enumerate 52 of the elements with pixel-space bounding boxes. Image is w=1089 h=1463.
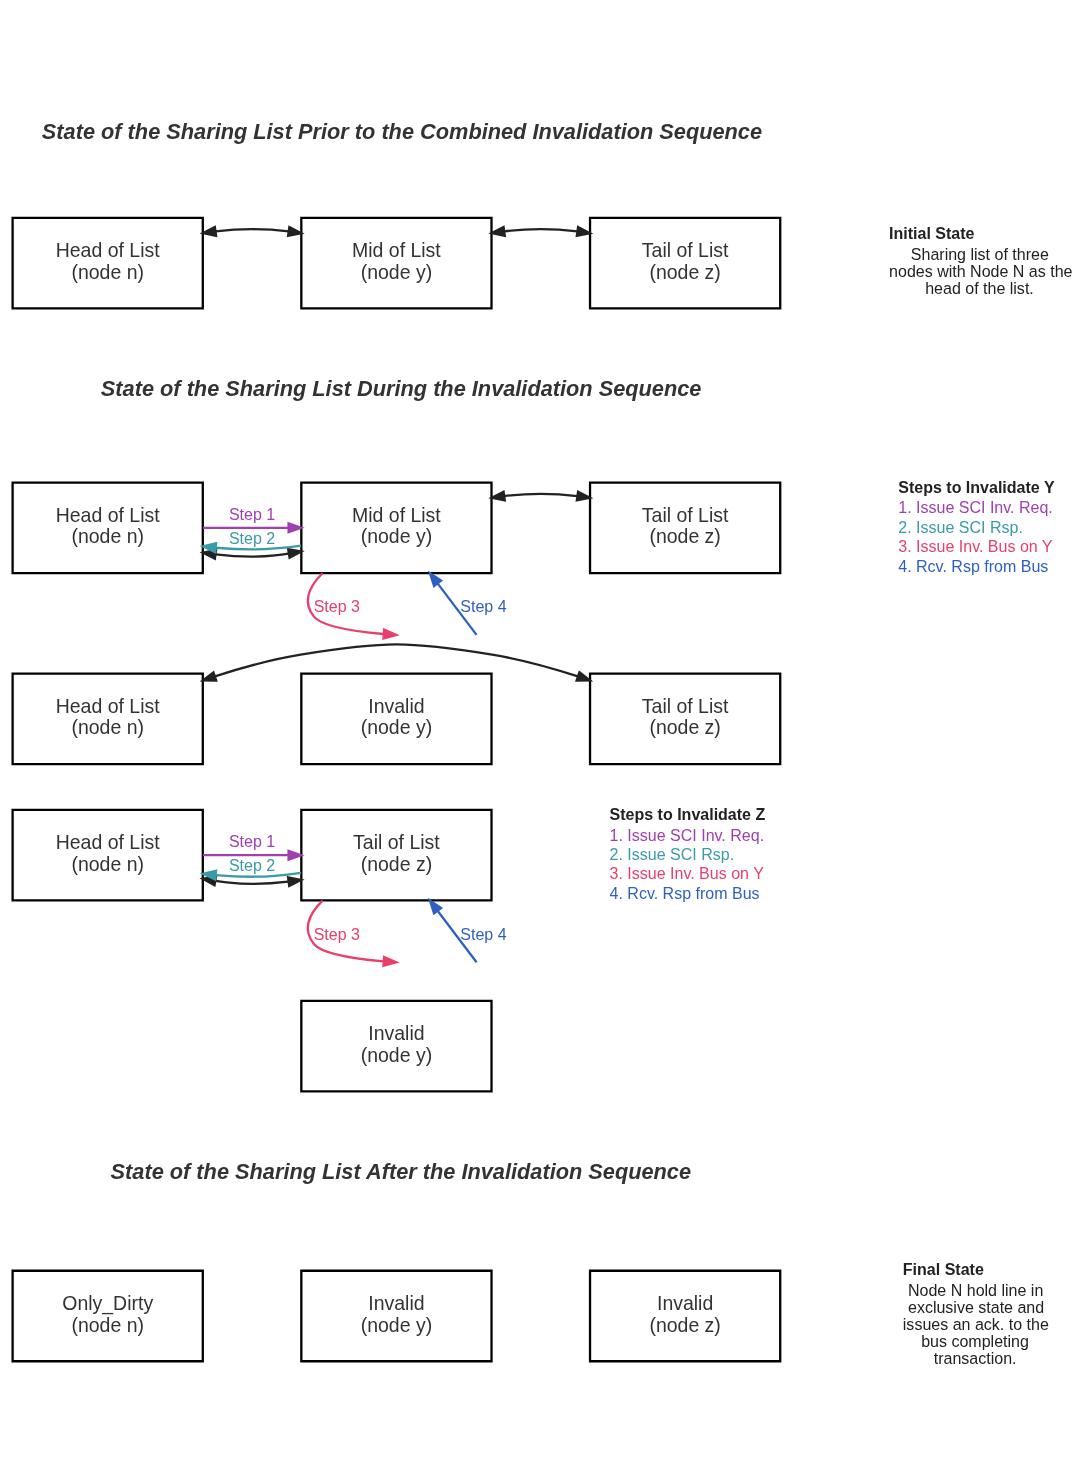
node-box: Tail of List (node z) [300, 808, 493, 902]
arrow [488, 224, 594, 237]
label: State of the Sharing List During the Invalidation Sequence [100, 375, 702, 401]
node-box: Invalid (node y) [300, 1269, 493, 1362]
label: 1. Issue SCI Inv. Req. [609, 825, 765, 843]
arrow [203, 848, 305, 861]
node-box: Invalid (node y) [300, 671, 493, 765]
arrow [306, 899, 400, 967]
label: 4. Rcv. Rsp from Bus [898, 556, 1049, 575]
node-box: Tail of List (node z) [588, 671, 782, 765]
edge-label: Step 2 [228, 855, 276, 874]
label: Steps to Invalidate Z [609, 804, 766, 823]
node-box: Tail of List (node z) [588, 216, 782, 310]
arrow [203, 521, 305, 534]
node-box: Head of List (node n) [11, 671, 204, 765]
node-box: Mid of List (node y) [300, 480, 493, 574]
label: Final State [902, 1259, 984, 1278]
edge-label: Step 4 [460, 596, 507, 615]
label: 3. Issue Inv. Bus on Y [898, 536, 1053, 555]
label: State of the Sharing List Prior to the Combined Invalidation Sequence [41, 118, 763, 144]
label: 2. Issue SCI Rsp. [898, 517, 1023, 536]
arrow [427, 897, 478, 963]
label: Sharing list of three nodes with Node N as the head of the list. [889, 244, 1073, 297]
arrow [427, 570, 478, 636]
arrow [488, 489, 594, 502]
label: 3. Issue Inv. Bus on Y [609, 863, 764, 882]
node-box: Invalid (node y) [300, 999, 493, 1093]
arrow [199, 541, 302, 554]
node-box: Mid of List (node y) [300, 216, 493, 310]
label: 2. Issue SCI Rsp. [609, 844, 735, 863]
arrow [306, 571, 400, 640]
node-box: Tail of List (node z) [588, 480, 782, 574]
edge-label: Step 3 [313, 596, 360, 615]
node-box: Invalid (node z) [588, 1269, 782, 1362]
label: Initial State [889, 223, 975, 242]
node-box: Head of List (node n) [11, 216, 204, 310]
edge-label: Step 3 [313, 924, 360, 943]
node-box: Head of List (node n) [11, 480, 204, 574]
node-box: Head of List (node n) [11, 808, 204, 902]
edge-label: Step 1 [228, 831, 276, 850]
edge-label: Step 4 [460, 924, 507, 943]
label: 4. Rcv. Rsp from Bus [609, 883, 760, 902]
label: 1. Issue SCI Inv. Req. [898, 497, 1053, 516]
label: State of the Sharing List After the Invalidation Sequence [110, 1158, 692, 1184]
edge-label: Step 1 [228, 504, 276, 523]
arrow [199, 642, 594, 682]
label: Node N hold line in exclusive state and issues an ack. to the bus completing transaction. [902, 1280, 1049, 1367]
label: Steps to Invalidate Y [898, 477, 1055, 496]
node-box: Only_Dirty (node n) [11, 1269, 204, 1362]
edge-label: Step 2 [228, 528, 276, 547]
arrow [199, 224, 305, 237]
arrow [199, 868, 302, 881]
